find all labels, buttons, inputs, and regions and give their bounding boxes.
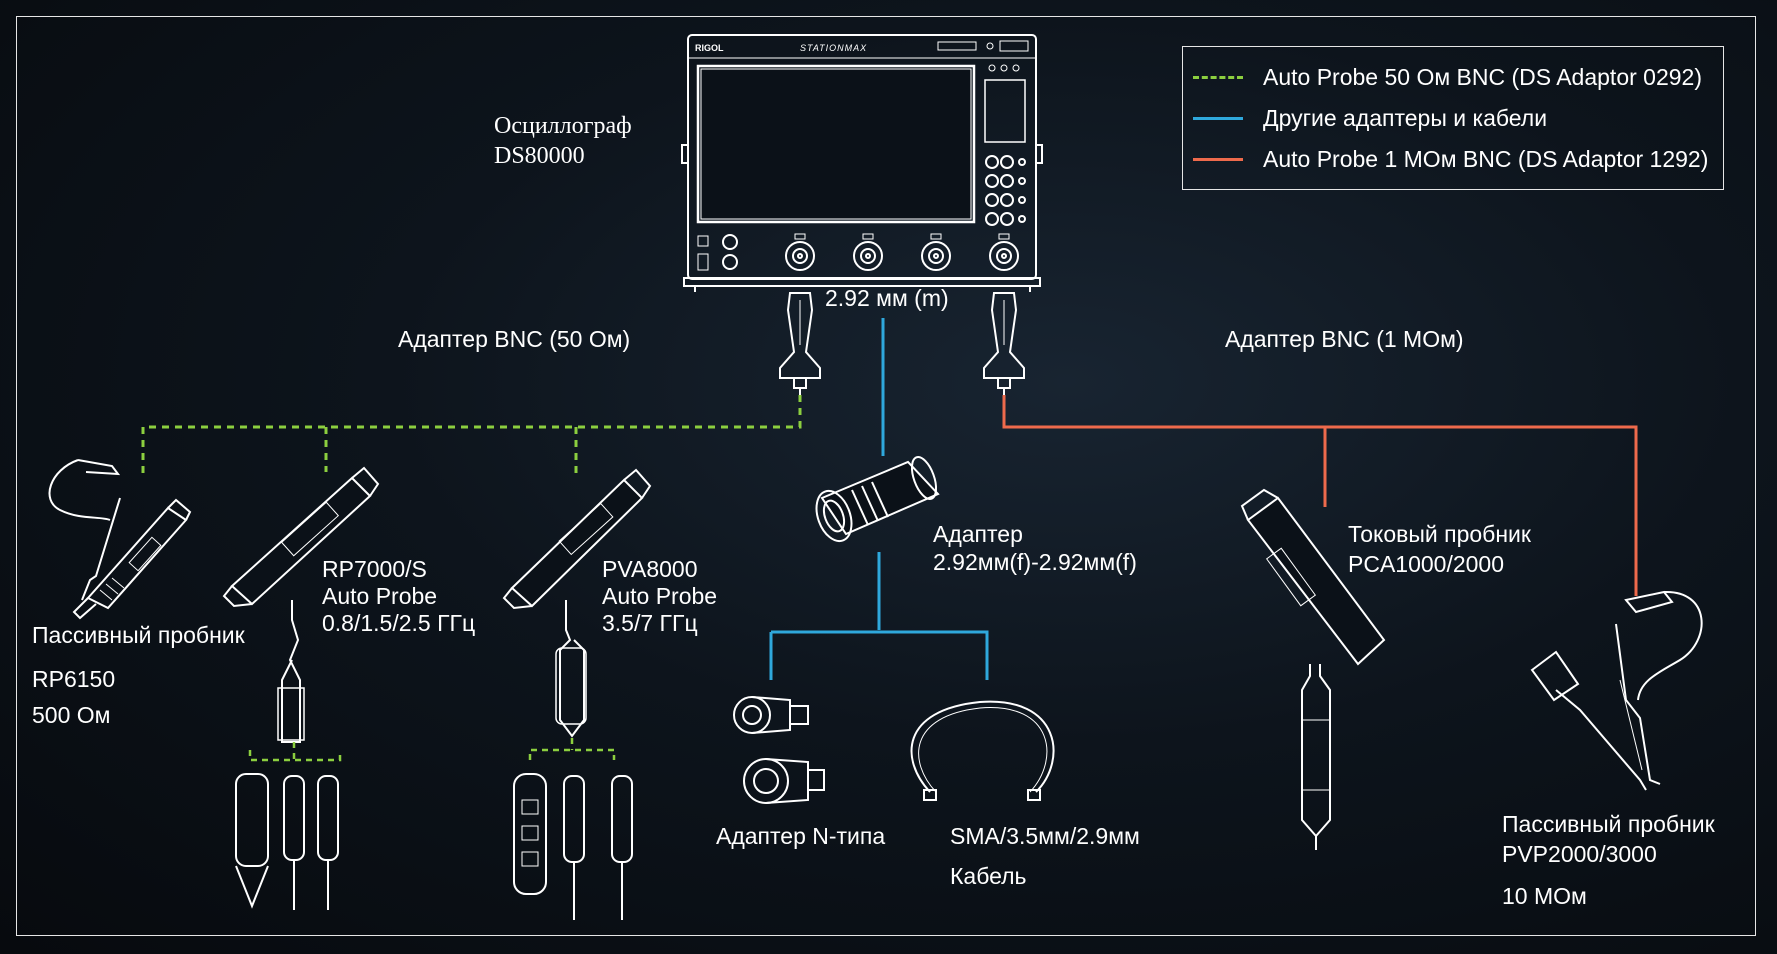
orange-connection-lines [1002, 395, 1638, 596]
legend-orange-swatch [1193, 158, 1243, 161]
rp6150-label-line2: RP6150 [32, 666, 116, 692]
oscilloscope-name-line1: Осциллограф [494, 113, 632, 139]
legend-blue-swatch [1193, 117, 1243, 120]
pvp-label-line1: Пассивный пробник [1502, 811, 1715, 837]
n-type-adapters [733, 696, 825, 804]
rp7000-label-line3: 0.8/1.5/2.5 ГГц [322, 610, 476, 636]
pva8000-tips [513, 738, 633, 920]
pca-current-probe [1240, 488, 1386, 850]
rp7000-tips [235, 742, 342, 910]
adapter-292-label-line1: Адаптер [933, 521, 1023, 547]
rp7000-label-line2: Auto Probe [322, 583, 438, 609]
adapter-292-ff [815, 456, 940, 543]
legend-green-swatch [1193, 76, 1243, 79]
pva8000-probe [502, 468, 652, 738]
bnc-1-mohm-label: Адаптер BNC (1 МОм) [1225, 326, 1464, 352]
scope-model-text: STATIONMAX [800, 43, 867, 53]
legend-blue-label: Другие адаптеры и кабели [1263, 105, 1548, 131]
pva8000-label-line3: 3.5/7 ГГц [602, 610, 698, 636]
scope-brand-text: RIGOL [695, 43, 724, 53]
pca-label-line1: Токовый пробник [1348, 521, 1531, 547]
adapter-292-label-line2: 2.92мм(f)-2.92мм(f) [933, 549, 1137, 575]
oscilloscope-device [681, 34, 1043, 292]
rp6150-label-line1: Пассивный пробник [32, 622, 245, 648]
rp6150-probe [48, 459, 192, 620]
blue-connection-lines [769, 318, 989, 680]
pvp-label-line3: 10 МОм [1502, 883, 1587, 909]
oscilloscope-name-line2: DS80000 [494, 143, 585, 169]
bnc-50-ohm-label: Адаптер BNC (50 Ом) [398, 326, 631, 352]
rp7000-label-line1: RP7000/S [322, 556, 427, 582]
sma-cable [910, 700, 1055, 801]
pvp-label-line2: PVP2000/3000 [1502, 841, 1657, 867]
cable-label-line2: Кабель [950, 863, 1027, 889]
cable-label-line1: SMA/3.5мм/2.9мм [950, 823, 1140, 849]
green-connection-lines [141, 395, 802, 478]
rp6150-label-line3: 500 Ом [32, 702, 111, 728]
rp7000-probe [222, 466, 380, 743]
outer-frame [16, 16, 1756, 936]
n-adapter-label: Адаптер N-типа [716, 823, 886, 849]
legend-orange-label: Auto Probe 1 МОм BNC (DS Adaptor 1292) [1263, 146, 1709, 172]
legend-green-label: Auto Probe 50 Ом BNC (DS Adaptor 0292) [1263, 64, 1702, 90]
pva8000-label-line2: Auto Probe [602, 583, 718, 609]
connector-label: 2.92 мм (m) [825, 285, 949, 311]
pca-label-line2: PCA1000/2000 [1348, 551, 1505, 577]
pva8000-label-line1: PVA8000 [602, 556, 698, 582]
legend: Auto Probe 50 Ом BNC (DS Adaptor 0292) Д… [1182, 46, 1724, 190]
pvp-passive-probe [1530, 590, 1703, 791]
bnc-adapter-1-mohm [983, 292, 1025, 395]
bnc-adapter-50-ohm [779, 292, 821, 395]
